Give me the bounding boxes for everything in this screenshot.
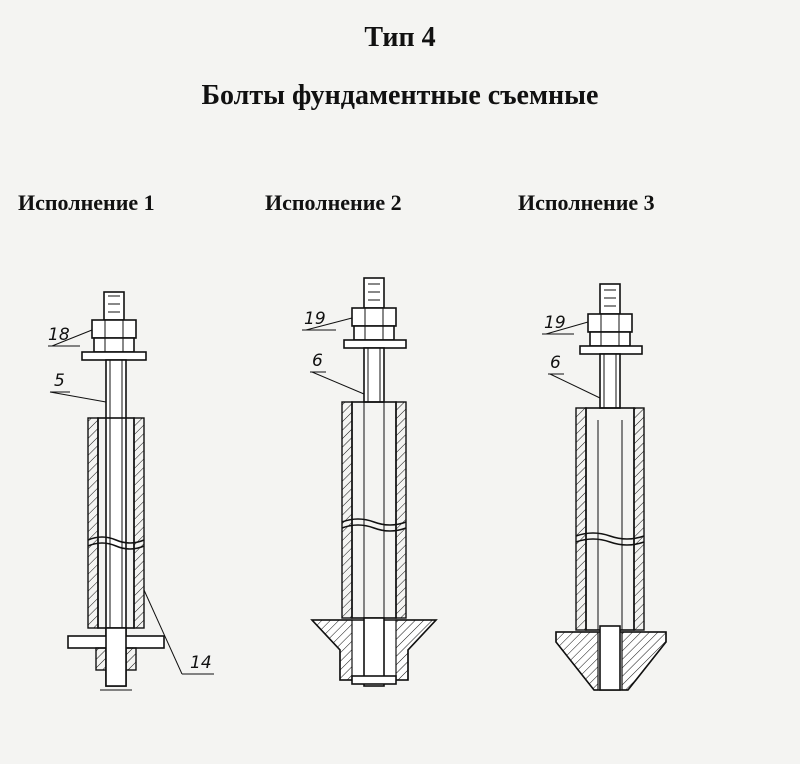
variant-3-label: Исполнение 3 [518,190,655,215]
main-title: Болты фундаментные съемные [201,80,599,111]
callout-19-v3: 19 [544,313,566,333]
callout-6-v2: 6 [312,351,323,371]
callout-6-v3: 6 [550,353,561,373]
type-title: Тип 4 [364,22,436,53]
variant-2-label: Исполнение 2 [265,190,402,215]
bolt-variant-2 [310,277,438,687]
variant-1-label: Исполнение 1 [18,190,155,215]
callout-14: 14 [190,653,212,673]
callouts-variant-3: 19 6 [542,313,601,399]
washer [81,351,147,361]
bolt-variant-1 [67,291,165,691]
nut-lower [93,337,135,353]
callout-18: 18 [48,325,70,345]
callouts-variant-2: 19 6 [302,309,365,395]
nut-upper [91,319,137,339]
bolt-variant-3 [555,283,667,691]
callouts-variant-1: 18 5 14 [48,325,214,675]
callout-5: 5 [54,371,65,391]
callout-19-v2: 19 [304,309,326,329]
